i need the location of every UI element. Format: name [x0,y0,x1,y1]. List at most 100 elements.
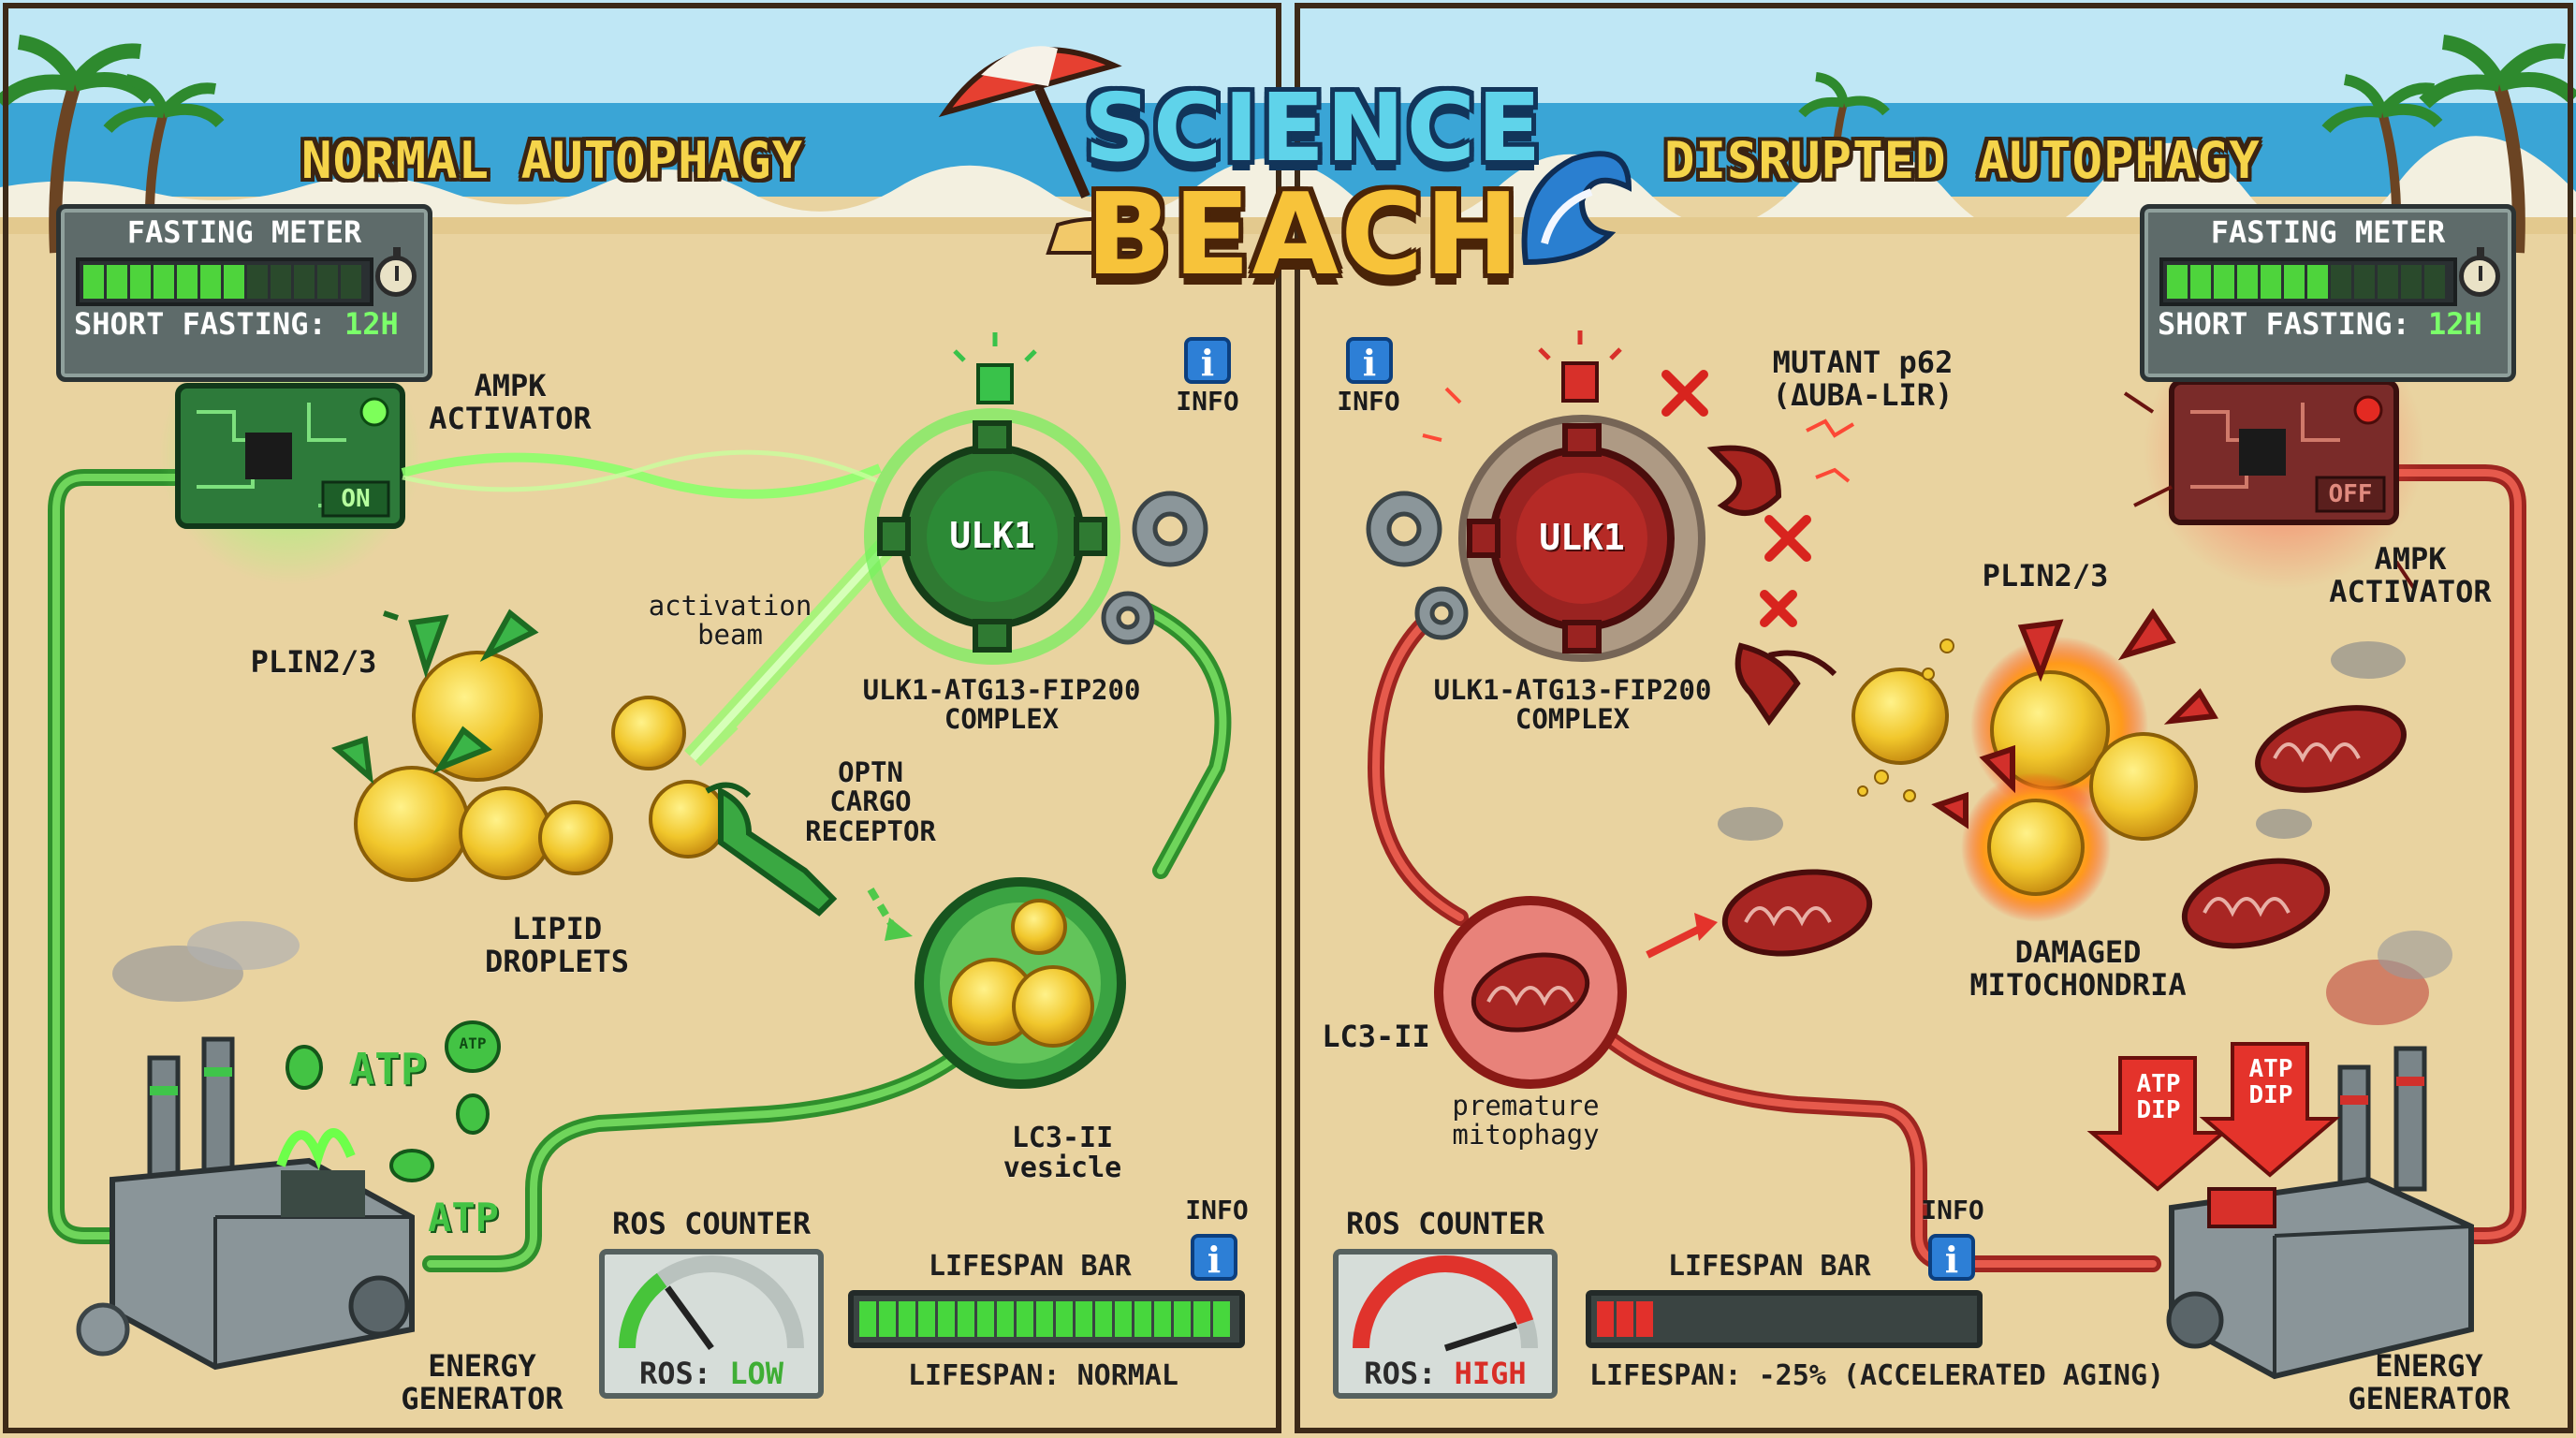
lifespan-segment [918,1301,935,1337]
ros-readout-left: ROS: LOW [638,1356,784,1391]
atp-dip-label-1: ATP DIP [2136,1070,2181,1125]
fasting-meter-segment [2354,265,2375,299]
right-panel-title: DISRUPTED AUTOPHAGY [1664,131,2261,190]
ulk1-gear-right [1467,423,1675,653]
surf-foam [0,136,2576,239]
ros-readout-right: ROS: HIGH [1364,1356,1527,1391]
atp-label-1: ATP [348,1044,427,1094]
fasting-meter-segment [2331,265,2351,299]
lipid-droplets-right [1852,637,2198,922]
atp-label-2: ATP [428,1195,499,1240]
fasting-meter-right: FASTING METER SHORT FASTING: 12H [2140,204,2516,382]
lc3-vesicle-left [915,877,1126,1089]
fasting-meter-bar [2159,257,2457,306]
damaged-mitochondria [1721,705,2407,957]
energy-generator-label-right: ENERGY GENERATOR [2348,1348,2510,1416]
mutant-p62-label: MUTANT p62 (ΔUBA-LIR) [1772,345,1954,413]
info-label: INFO [1921,1195,1984,1225]
fasting-meter-segment [341,265,361,299]
info-label: INFO [1176,386,1239,417]
lifespan-segment [1636,1301,1653,1337]
fasting-meter-text: SHORT FASTING: 12H [74,306,399,342]
siren-right [1538,330,1622,403]
fasting-meter-title: FASTING METER [2210,214,2446,250]
atp-coins-left [285,1020,501,1182]
lipid-droplets-label: LIPID DROPLETS [484,911,630,979]
lifespan-segment [879,1301,896,1337]
ampk-label-right: AMPK ACTIVATOR [2329,541,2492,609]
lifespan-segment [1154,1301,1171,1337]
fasting-meter-segment [2284,265,2305,299]
ros-gauge-dial [619,1255,804,1351]
plin-label-left: PLIN2/3 [250,644,377,680]
info-label: INFO [1337,386,1400,417]
optn-claw-left [705,782,838,917]
ros-value-right: HIGH [1454,1356,1527,1391]
fasting-meter-segment [294,265,315,299]
umbrella-icon [938,46,1163,255]
stopwatch-icon [2459,247,2500,297]
lifespan-segment [938,1301,955,1337]
ampk-activator-device-right [2123,379,2417,592]
info-button-right-bottom[interactable]: i [1928,1234,1975,1281]
fasting-meter-segment [2190,265,2211,299]
ampk-switch-off[interactable]: OFF [2328,480,2373,508]
ros-gauge-right: ROS: HIGH [1333,1249,1558,1399]
info-button-left-top[interactable]: i [1184,337,1231,384]
ampk-activator-device-left [175,383,405,529]
fasting-meter-segment [177,265,198,299]
lc3-vesicle-label: LC3-II vesicle [1003,1122,1122,1185]
fasting-meter-segment [2261,265,2281,299]
lifespan-segment [958,1301,974,1337]
fasting-meter-segment [2167,265,2188,299]
lifespan-segment [1617,1301,1633,1337]
ulk1-label-left: ULK1 [949,515,1035,556]
fasting-meter-segment [224,265,244,299]
lifespan-segment [1174,1301,1191,1337]
fasting-meter-segment [271,265,291,299]
lc3-label-right: LC3-II [1322,1019,1430,1054]
plin-flags-left [331,609,539,785]
lifespan-segment [1036,1301,1053,1337]
fasting-meter-text: SHORT FASTING: 12H [2158,306,2482,342]
small-gears-left [1101,491,1208,645]
lifespan-segment [1076,1301,1092,1337]
premature-mitophagy-label: premature mitophagy [1452,1090,1600,1152]
fasting-meter-segment [2378,265,2398,299]
info-button-right-top[interactable]: i [1346,337,1393,384]
ros-counter-title-right: ROS COUNTER [1346,1206,1544,1241]
lifespan-segment [899,1301,915,1337]
atp-dip-arrows [2086,1042,2341,1192]
atp-dip-label-2: ATP DIP [2248,1055,2293,1110]
lifespan-segment [1115,1301,1132,1337]
lifespan-segment [1597,1301,1614,1337]
lifespan-text-right-value: LIFESPAN: -25% (ACCELERATED AGING) [1589,1359,2165,1392]
fasting-meter-segment [247,265,268,299]
lifespan-bar-right [1586,1290,1983,1348]
lifespan-segment [1193,1301,1210,1337]
ulk1-label-right: ULK1 [1539,517,1625,558]
lifespan-text-right: LIFESPAN: -25% (ACCELERATED AGING) [1589,1359,2164,1392]
logo-beach: BEACH [1086,170,1521,301]
fasting-meter-segment [130,265,151,299]
fasting-meter-segment [200,265,221,299]
stopwatch-icon [375,247,417,297]
info-label: INFO [1185,1195,1249,1225]
lifespan-segment [1134,1301,1151,1337]
info-button-left-bottom[interactable]: i [1191,1234,1237,1281]
fasting-meter-segment [2424,265,2445,299]
ampk-switch-on[interactable]: ON [341,485,371,513]
fasting-meter-bar [76,257,373,306]
fasting-meter-title: FASTING METER [126,214,362,250]
lipid-droplets-left [354,651,727,882]
plin-label-right: PLIN2/3 [1982,558,2109,594]
error-x-icons [1661,370,1811,627]
wave-icon [1521,151,1632,266]
lifespan-segment [1213,1301,1230,1337]
fasting-meter-segment [107,265,127,299]
ros-gauge-left: ROS: LOW [599,1249,824,1399]
lifespan-title-left: LIFESPAN BAR [929,1250,1132,1283]
ulk1-complex-label-left: ULK1-ATG13-FIP200 COMPLEX [862,674,1141,736]
lifespan-bar-left [848,1290,1245,1348]
